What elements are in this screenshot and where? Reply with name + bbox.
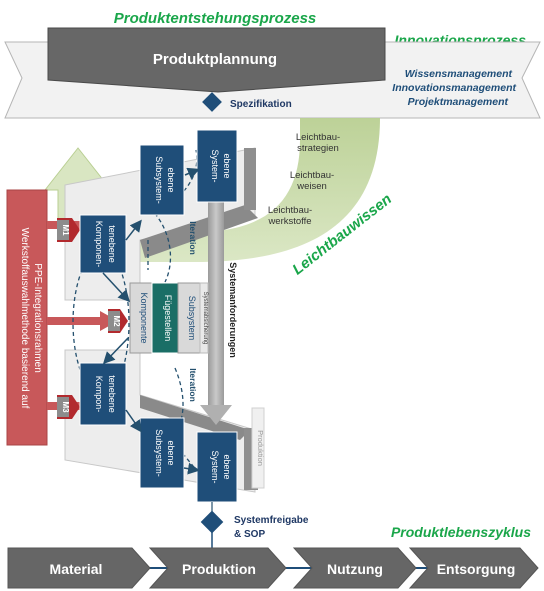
iteration-label-bottom: Iteration [188,368,198,402]
system-top-box [196,129,238,203]
iteration-label-top: Iteration [188,221,198,255]
subsystem-top-box [139,144,185,216]
leichtbau-item: Leichtbau- [296,132,340,143]
fuegestellen-label: Fügestellen [163,295,173,342]
method-box [6,189,48,446]
spec-diamond-icon [202,92,222,112]
leichtbau-arc [140,118,380,262]
milestone-m3: M3 [61,401,70,413]
spec-label: Spezifikation [230,99,292,110]
leichtbau-list: Leichtbau- strategien Leichtbau- weisen … [267,132,340,227]
komponente-top-box [79,214,127,274]
subsystem-bottom-box [139,417,185,489]
lifecycle-entsorgung [408,547,539,589]
leichtbau-item: werkstoffe [267,216,311,227]
svg-text:ebene: ebene [222,454,232,479]
release-label-1: Systemfreigabe [234,515,309,526]
leichtbau-item: Leichtbau- [290,170,334,181]
level-boxes: System- ebene Subsystem- ebene Komponen-… [79,129,238,503]
svg-text:System-: System- [210,450,220,483]
knowledge-item: Innovationsmanagement [392,82,516,94]
gray-side-bar-top [244,148,256,210]
knowledge-item: Wissensmanagement [405,68,513,80]
svg-text:Produktion: Produktion [182,561,256,577]
svg-text:Komponen-: Komponen- [94,221,104,268]
svg-text:Entsorgung: Entsorgung [437,561,516,577]
svg-text:Subsystem-: Subsystem- [154,156,164,204]
systemanforderungen-label: Systemanforderungen [228,262,238,358]
milestone-m2: M2 [112,315,121,327]
lifecycle-material [7,547,151,589]
release-diamond-icon [200,510,224,534]
svg-text:Kompon-: Kompon- [94,376,104,413]
method-label-2: PPE-Integrationsrahmen [32,263,43,373]
method-label-1: Werkstoffauswahlmethode basierend auf [19,228,30,409]
svg-text:ebene: ebene [222,153,232,178]
middle-stack: Komponente Fügestellen Subsystem Systema… [129,282,209,354]
svg-text:Subsystem-: Subsystem- [154,429,164,477]
lifecycle-steps: Material Produktion Nutzung Entsorgung [7,547,539,589]
systemabsicherung-label: Systemabsicherung [202,292,208,345]
pep-title: Produktentstehungsprozess [114,10,317,27]
svg-text:Nutzung: Nutzung [327,561,383,577]
flow-arrows [102,167,200,475]
svg-text:tenebene: tenebene [107,375,117,413]
plc-title: Produktlebenszyklus [391,524,531,540]
knowledge-item: Projektmanagement [408,96,509,108]
produktion-faded-box [251,407,265,489]
release-label-2: & SOP [234,529,265,540]
knowledge-list: Wissensmanagement Innovationsmanagement … [392,68,516,108]
gray-flow-lower [140,395,250,440]
svg-text:ebene: ebene [166,440,176,465]
lifecycle-produktion [148,547,287,589]
svg-text:tenebene: tenebene [107,225,117,263]
produktion-faded-label: Produktion [256,430,265,466]
planning-label: Produktplannung [153,51,277,68]
leichtbau-item: weisen [296,181,327,192]
milestone-tags: M1 M2 M3 [57,218,128,419]
svg-text:Material: Material [50,561,103,577]
systemanforderungen-shaft [208,200,224,405]
planning-box [47,27,386,93]
system-bottom-box [196,431,238,503]
leichtbau-item: Leichtbau- [268,205,312,216]
milestone-m1: M1 [61,224,70,236]
subsystem-mid-label: Subsystem [187,296,197,341]
svg-text:ebene: ebene [166,167,176,192]
lifecycle-nutzung [292,547,417,589]
systemanforderungen-arrow-icon [200,405,232,425]
leichtbau-item: strategien [297,143,339,154]
komponente-mid-label: Komponente [139,292,149,343]
svg-text:System-: System- [210,149,220,182]
